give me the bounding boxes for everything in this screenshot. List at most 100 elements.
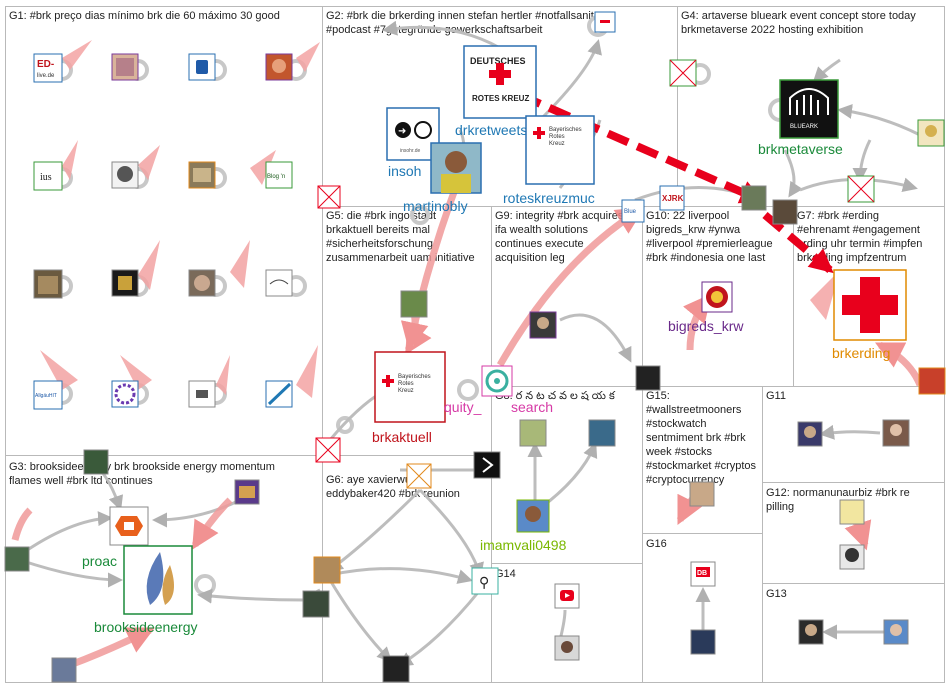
label-search: search: [511, 399, 553, 415]
node-tiny-text-logo[interactable]: [188, 380, 216, 408]
node-small-brk-top[interactable]: [594, 11, 616, 33]
group-title-g10-line2: bigreds_krw #ynwa: [646, 224, 741, 236]
node-imamvali0498[interactable]: [516, 499, 550, 533]
node-ius[interactable]: ius: [33, 161, 63, 191]
node-avatar-g6-a[interactable]: [313, 556, 341, 584]
node-avatar-g15[interactable]: [689, 481, 715, 507]
node-avatar-text-logo[interactable]: [265, 269, 293, 297]
node-broken-image-g5[interactable]: [315, 437, 341, 463]
node-avatar-dark[interactable]: [111, 269, 139, 297]
node-avatar-g12-a[interactable]: [839, 499, 865, 525]
group-title-g9-line3: continues execute: [495, 238, 584, 250]
group-title-g2-line2: #podcast #7gutegründe gewerkschaftsarbei…: [326, 24, 542, 36]
node-avatar-g10[interactable]: [635, 365, 661, 391]
group-title-g1: G1: #brk preço dias mínimo brk die 60 má…: [9, 10, 280, 22]
brkaktuell-logo-l3: Kreuz: [398, 388, 414, 394]
node-avatar-g6-c[interactable]: [302, 590, 330, 618]
node-roteskreuzmuc[interactable]: Bayerisches Rotes Kreuz: [525, 115, 595, 185]
label-drkretweets: drkretweets: [455, 122, 527, 138]
group-title-g5-line2: brkaktuell bereits mal: [326, 224, 430, 236]
group-title-g9-line4: acquisition leg: [495, 252, 565, 264]
group-title-g3-line2: flames well #brk ltd continues: [9, 475, 153, 487]
db-text: DB: [697, 570, 707, 577]
group-title-g9-line1: G9: integrity #brk acquires: [495, 210, 624, 222]
node-avatar-photo-3[interactable]: [188, 161, 216, 189]
group-title-g6-line1: G6: aye xavierwulf: [326, 474, 417, 486]
ed-live-logo-text: ED-: [37, 59, 54, 70]
group-title-g11: G11: [766, 390, 786, 402]
group-title-g15-line2: #wallstreetmooners: [646, 404, 742, 416]
label-imamvali0498: imamvali0498: [480, 537, 567, 553]
label-proac: proac: [82, 553, 117, 569]
group-title-g5-line3: #sicherheitsforschung: [326, 238, 433, 250]
node-jrk[interactable]: XJRK: [659, 185, 685, 211]
node-avatar-g3-b[interactable]: [234, 479, 260, 505]
node-bigreds[interactable]: [701, 281, 733, 313]
node-avatar-g4-a[interactable]: [741, 185, 767, 211]
node-martinobly[interactable]: [430, 142, 482, 194]
node-avatar-photo-1[interactable]: [111, 53, 139, 81]
group-title-g9-line2: ifa wealth solutions: [495, 224, 588, 236]
node-avatar-g9[interactable]: [529, 311, 557, 339]
node-avatar-g12-b[interactable]: [839, 544, 865, 570]
group-box-g14: [491, 563, 643, 683]
node-avatar-g3-a[interactable]: [83, 449, 109, 475]
node-brkmetaverse[interactable]: BLUEARK: [779, 79, 839, 139]
node-drkretweets[interactable]: DEUTSCHES ROTES KREUZ: [463, 45, 537, 119]
group-title-g4-line1: G4: artaverse blueark event concept stor…: [681, 10, 916, 22]
node-db[interactable]: DB: [690, 561, 716, 587]
node-avatar-g8-b[interactable]: [588, 419, 616, 447]
node-ed-live[interactable]: ED- live.de: [33, 53, 63, 83]
group-title-g14: G14: [495, 568, 516, 580]
node-avatar-photo-5[interactable]: [188, 269, 216, 297]
node-avatar-photo-4[interactable]: [33, 269, 63, 299]
node-avatar-g5[interactable]: [400, 290, 428, 318]
blueark-text: BLUEARK: [790, 124, 818, 130]
group-title-g15-line4: sentmiment brk #brk: [646, 432, 746, 444]
node-broken-image-g4-2[interactable]: [847, 175, 875, 203]
node-avatar-g14[interactable]: [554, 635, 580, 661]
group-title-g4-line2: brkmetaverse 2022 hosting exhibition: [681, 24, 863, 36]
node-red-thumb-g7[interactable]: [918, 367, 946, 395]
node-avatar-sketch[interactable]: [111, 161, 139, 189]
node-quity[interactable]: [481, 365, 513, 397]
node-avatar-g6-d[interactable]: [382, 655, 410, 683]
figure-icon: ⚲: [479, 575, 489, 591]
node-xavierwulf[interactable]: [406, 463, 432, 489]
node-broken-image-g2[interactable]: [317, 185, 341, 209]
node-avatar-g11-a[interactable]: [797, 421, 823, 447]
node-arrow-chevron[interactable]: [473, 451, 501, 479]
node-insoh[interactable]: ➜ insohr.de: [386, 107, 440, 161]
group-title-g2-line1: G2: #brk die brkerding innen stefan hert…: [326, 10, 613, 22]
node-brkaktuell[interactable]: Bayerisches Rotes Kreuz: [374, 351, 446, 423]
node-blog[interactable]: Blog 'n: [265, 161, 293, 189]
node-avatar-g6-b[interactable]: ⚲: [471, 567, 499, 595]
node-diagonal-logo[interactable]: [265, 380, 293, 408]
node-avatar-g8-a[interactable]: [519, 419, 547, 447]
node-avatar-g16[interactable]: [690, 629, 716, 655]
node-avatar-g13-a[interactable]: [798, 619, 824, 645]
node-youtube[interactable]: [554, 583, 580, 609]
node-broken-image-g4-1[interactable]: [669, 59, 697, 87]
node-brooksideenergy[interactable]: [123, 545, 193, 615]
node-avatar-g4-b[interactable]: [772, 199, 798, 225]
insoh-caption: insohr.de: [400, 148, 421, 154]
node-allgaeu[interactable]: AllgäuHIT: [33, 380, 63, 410]
node-brkerding[interactable]: [833, 269, 907, 341]
node-avatar-g13-b[interactable]: [883, 619, 909, 645]
node-avatar-g11-b[interactable]: [882, 419, 910, 447]
group-title-g10-line4: #brk #indonesia one last: [646, 252, 765, 264]
node-avatar-g3-d[interactable]: [51, 657, 77, 683]
node-square-app-icon[interactable]: [188, 53, 216, 81]
node-blue-mini[interactable]: Blue: [621, 199, 645, 223]
node-proac[interactable]: [109, 506, 149, 546]
node-gold-figure[interactable]: [917, 119, 945, 147]
group-title-g5-line4: zusammenarbeit uam initiative: [326, 252, 475, 264]
group-title-g8: G8: ర న ట చ వ ల ష య క: [495, 390, 616, 402]
group-title-g12-line1: G12: normanunaurbiz #brk re: [766, 487, 910, 499]
node-avatar-g3-c[interactable]: [4, 546, 30, 572]
node-avatar-photo-2[interactable]: [265, 53, 293, 81]
node-spiral-logo[interactable]: [111, 380, 139, 408]
group-box-g11: [762, 386, 945, 483]
